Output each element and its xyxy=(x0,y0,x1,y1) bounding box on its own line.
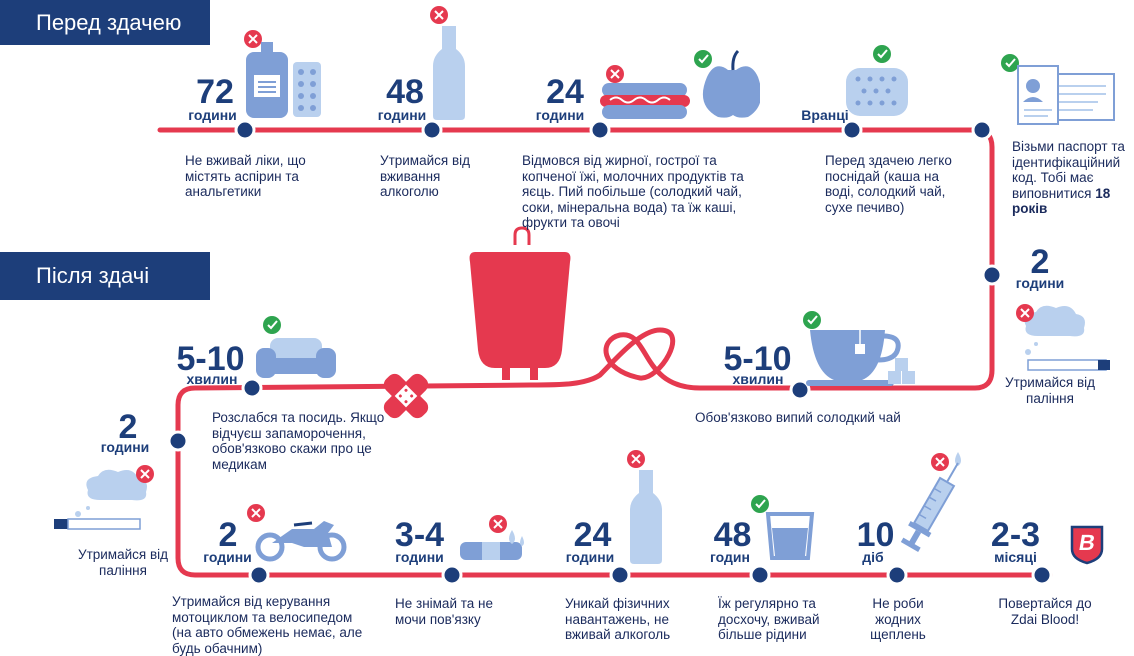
tea-text: Обов'язково випий солодкий чай xyxy=(695,410,901,425)
smoke-left-text: Утримайся від паління xyxy=(78,547,168,578)
plaster-icon xyxy=(383,373,429,419)
sofa-icon xyxy=(256,316,336,378)
motorcycle-icon xyxy=(247,504,347,562)
alcohol-text: Уникай фізичних навантажень, не вживай а… xyxy=(565,596,671,642)
passport-icon xyxy=(1001,54,1115,125)
after-banner: Після здачі xyxy=(0,252,210,300)
before-banner: Перед здачею xyxy=(0,0,210,45)
water-number: 48 xyxy=(713,516,752,554)
step-24-number: 24 xyxy=(546,73,584,111)
step-24-text: Відмовся від жирної, гострої та копченої… xyxy=(522,153,744,230)
bandage-unit: години xyxy=(395,549,444,565)
zdai-blood-logo-shape xyxy=(1070,525,1104,565)
step-72-text: Не вживай ліки, що містять аспірин та ан… xyxy=(185,153,306,199)
step-24-unit: години xyxy=(535,107,585,123)
tea-unit: хвилин xyxy=(732,371,784,387)
sofa-text: Розслабся та посидь. Якщо відчуєш запамо… xyxy=(212,410,385,472)
months-number: 2-3 xyxy=(990,516,1041,554)
smoke-right-number: 2 xyxy=(1030,243,1050,281)
smoke-icon-left xyxy=(54,465,154,530)
vaccine-number: 10 xyxy=(856,516,895,554)
smoke-left-number: 2 xyxy=(118,408,138,446)
bandage-text: Не знімай та не мочи пов'язку xyxy=(395,596,493,627)
bandage-icon xyxy=(460,515,524,560)
months-unit: місяці xyxy=(994,549,1037,565)
vaccine-text: Не роби жодних щеплень xyxy=(870,596,926,642)
bottle-icon-after xyxy=(627,450,662,564)
smoke-left-unit: години xyxy=(100,439,150,455)
sofa-unit: хвилин xyxy=(186,371,238,387)
food-icon xyxy=(600,49,760,119)
glass-icon xyxy=(751,495,815,560)
step-48-number: 48 xyxy=(386,73,424,111)
timeline-dots xyxy=(167,119,1053,586)
zdai-blood-logo-letter: B xyxy=(1076,530,1098,555)
morning-text: Перед здачею легко поснідай (каша на вод… xyxy=(825,153,952,215)
moto-number: 2 xyxy=(218,516,238,554)
step-72-unit: години xyxy=(188,107,237,123)
smoke-icon-right xyxy=(1016,304,1110,371)
passport-text: Візьми паспорт та ідентифікаційний код. … xyxy=(1012,139,1134,217)
syringe-icon xyxy=(900,452,961,552)
smoke-right-unit: години xyxy=(1015,275,1065,291)
after-banner-label: Після здачі xyxy=(36,263,150,288)
tea-number: 5-10 xyxy=(723,340,792,378)
blood-bag-icon xyxy=(469,226,571,380)
moto-text: Утримайся від керування мотоциклом та ве… xyxy=(172,594,363,656)
step-48-unit: години xyxy=(377,107,427,123)
bottle-icon xyxy=(430,6,465,120)
step-48-text: Утримайся від вживання алкоголю xyxy=(380,153,470,199)
step-72-number: 72 xyxy=(196,73,234,111)
cookie-icon xyxy=(846,45,908,116)
before-banner-label: Перед здачею xyxy=(36,9,182,35)
bandage-number: 3-4 xyxy=(394,516,445,554)
moto-unit: години xyxy=(203,549,252,565)
vaccine-unit: діб xyxy=(862,549,884,565)
zdai-blood-logo: B xyxy=(1068,523,1106,565)
pills-icon xyxy=(244,30,321,118)
passport-text-main: Візьми паспорт та ідентифікаційний код. … xyxy=(1012,139,1125,201)
water-unit: годин xyxy=(710,549,750,565)
passport-age: 18 років xyxy=(1012,185,1111,217)
morning-unit: Вранці xyxy=(801,107,849,123)
smoke-right-text: Утримайся від паління xyxy=(1005,375,1095,406)
tea-cup-icon xyxy=(803,311,915,386)
months-text: Повертайся до Zdai Blood! xyxy=(998,596,1092,627)
water-text: Їж регулярно та досхочу, вживай більше р… xyxy=(718,596,820,642)
alcohol-unit: години xyxy=(565,549,615,565)
sofa-number: 5-10 xyxy=(176,340,245,378)
alcohol-number: 24 xyxy=(573,516,612,554)
